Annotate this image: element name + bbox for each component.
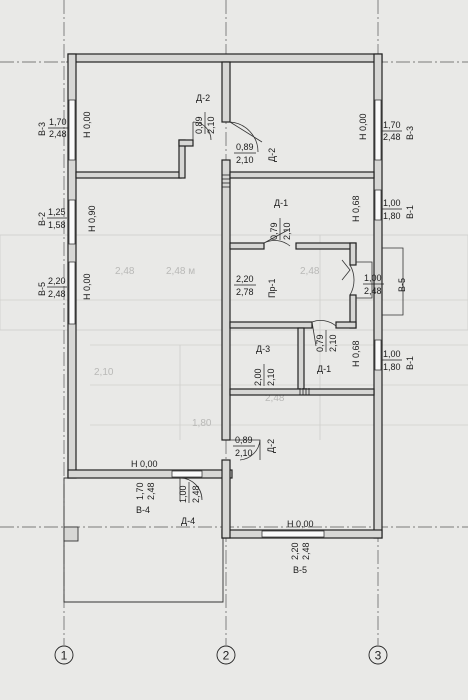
ghost-label: 2,10 (94, 367, 114, 378)
door-label: Д-3 (256, 344, 270, 354)
axis-label-1: 1 (61, 649, 68, 663)
window-sill: Н 0,00 (131, 459, 158, 469)
window-size: 1,00 (364, 273, 382, 283)
door-height: 2,78 (236, 287, 254, 297)
window-label: В-4 (136, 505, 150, 515)
window-label: В-5 (397, 278, 407, 292)
door-height: 2,10 (266, 368, 276, 386)
window-height: 2,48 (301, 542, 311, 560)
window-height: 2,48 (364, 286, 382, 296)
door-size: 0,79 (315, 334, 325, 352)
window-size: 1,00 (383, 349, 401, 359)
door-size: 2,00 (253, 368, 263, 386)
window-label: В-1 (405, 205, 415, 219)
window-sill: Н 0,00 (82, 111, 92, 138)
stair-hatch (222, 174, 310, 395)
axis-label-3: 3 (375, 649, 382, 663)
door-size: 2,20 (236, 274, 254, 284)
ghost-label: 2,48 м (166, 266, 195, 277)
axis-label-2: 2 (223, 649, 230, 663)
window-openings (68, 99, 382, 538)
door-height: 2,10 (236, 155, 254, 165)
window-sill: Н 0,68 (351, 195, 361, 222)
door-label: Д-1 (317, 364, 331, 374)
window-label: В-5 (293, 565, 307, 575)
window-height: 1,58 (48, 220, 66, 230)
window-sill: Н 0,00 (287, 519, 314, 529)
interior-walls (75, 61, 375, 539)
window-size: 2,20 (48, 276, 66, 286)
axis-marker-1 (54, 645, 74, 665)
door-size: 0,89 (194, 116, 204, 134)
axis-marker-3 (368, 645, 388, 665)
window-height: 2,48 (49, 129, 67, 139)
window-height: 2,48 (146, 482, 156, 500)
door-height: 2,10 (282, 222, 292, 240)
window-size: 2,20 (290, 542, 300, 560)
ghost-label: 2,48 (115, 266, 135, 277)
terrace-outline (63, 477, 224, 603)
window-size: 1,70 (49, 117, 67, 127)
window-size: 1,25 (48, 207, 66, 217)
window-size: 1,70 (135, 482, 145, 500)
window-label: В-3 (37, 122, 47, 136)
door-label: Д-2 (266, 439, 276, 453)
window-label: В-3 (405, 126, 415, 140)
door-label: Д-2 (267, 148, 277, 162)
window-sill: Н 0,00 (358, 113, 368, 140)
axis-marker-2 (216, 645, 236, 665)
window-height: 2,48 (48, 289, 66, 299)
ghost-label: 2,48 (265, 393, 285, 404)
door-label: Д-1 (274, 198, 288, 208)
ghost-label: 1,80 (192, 418, 212, 429)
door-height: 2,10 (235, 448, 253, 458)
door-size: 0,79 (269, 222, 279, 240)
window-label: В-5 (37, 282, 47, 296)
window-size: 1,70 (383, 120, 401, 130)
window-sill: Н 0,00 (82, 273, 92, 300)
door-label: Пр-1 (267, 279, 277, 298)
door-label: Д-4 (181, 516, 195, 526)
window-height: 1,80 (383, 362, 401, 372)
window-bay (382, 247, 404, 316)
window-sill: Н 0,68 (351, 340, 361, 367)
background-grid (0, 234, 468, 440)
window-sill: Н 0,90 (87, 205, 97, 232)
window-height: 1,80 (383, 211, 401, 221)
door-label: Д-2 (196, 93, 210, 103)
ghost-label: 2,48 (300, 266, 320, 277)
door-height: 2,10 (206, 116, 216, 134)
window-height: 2,48 (383, 132, 401, 142)
door-size: 0,89 (236, 142, 254, 152)
door-size: 0,89 (235, 435, 253, 445)
window-label: В-1 (405, 356, 415, 370)
door-swings (179, 121, 373, 501)
window-size: 1,00 (383, 198, 401, 208)
door-height: 2,48 (191, 485, 201, 503)
door-size: 1,00 (178, 485, 188, 503)
window-label: В-2 (37, 212, 47, 226)
door-height: 2,10 (328, 334, 338, 352)
